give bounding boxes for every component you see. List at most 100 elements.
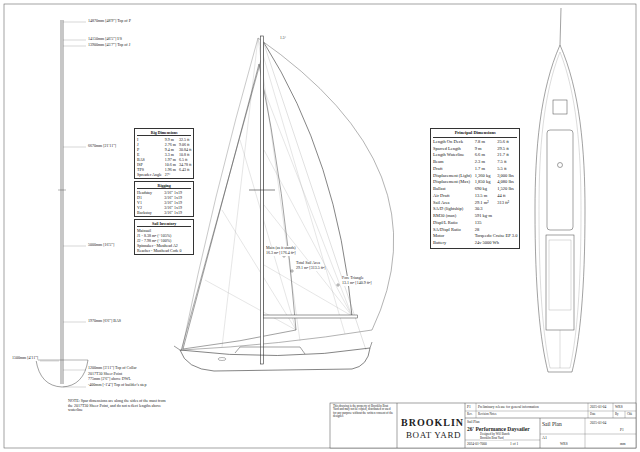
drawing-label: Main (as it stands) xyxy=(266,246,296,251)
table-cell: Length Waterline xyxy=(433,152,472,159)
table-cell: RM30 (max) xyxy=(433,213,472,220)
table-cell: Displacement (Max) xyxy=(433,179,472,186)
mast-line xyxy=(63,20,64,384)
table-heading: Principal Dimensions xyxy=(433,130,517,138)
sail-seams xyxy=(205,38,352,347)
drawing-label: 14150mm [46'5"] I/S xyxy=(88,37,122,42)
table-cell: 7.5 ft xyxy=(497,159,517,166)
drawing-label: Total Sail Area xyxy=(296,261,320,266)
table-cell: 1,520 lbs xyxy=(497,186,517,193)
drawing-label: mm xyxy=(620,442,625,446)
sheer-line xyxy=(36,360,88,361)
drawing-label: Date xyxy=(590,413,596,416)
reacher-outline xyxy=(182,38,394,350)
drawing-label: 1970mm [6'6"] BAS xyxy=(88,319,121,324)
table-cell: Displacement (Light) xyxy=(433,173,472,180)
drawing-label: Sail Plan xyxy=(467,420,480,424)
mast xyxy=(261,36,264,364)
table-cell: 313 ft² xyxy=(497,200,517,207)
table-cell: Sparred Length xyxy=(433,146,472,153)
table-cell: 135 xyxy=(475,220,518,227)
backstay xyxy=(262,38,366,350)
dimension-table: Rig DimensionsI9.9 m32.5 ftJ2.76 m9.06 f… xyxy=(134,128,194,179)
drawing-label: 29.1 m² [313.5 ft²] xyxy=(296,266,326,271)
table-cell: 29.1 m² xyxy=(475,200,495,207)
table-cell: 30.3 xyxy=(475,206,518,213)
drawing-label: Chk xyxy=(627,413,632,416)
table-cell: 10.6 m xyxy=(165,162,176,167)
table-cell: Displ/L Ratio xyxy=(433,220,472,227)
drawing-label: 5000mm [16'5"] xyxy=(88,243,114,248)
table-cell: Length On Deck xyxy=(433,139,472,146)
drawing-label: 1200mm [3'11"] Top of Collar xyxy=(88,366,137,371)
drawing-label: Brooklin Boat Yard xyxy=(480,437,503,440)
table-cell: 5.5 ft xyxy=(497,166,517,173)
table-cell: 30.84 ft xyxy=(179,147,191,152)
cockpit xyxy=(546,235,574,330)
drawing-label: 775mm [2'6"] above DWL xyxy=(88,377,131,382)
toe-rail xyxy=(539,52,581,368)
table-cell: 3/16" 1x19 xyxy=(164,200,191,205)
drawing-label: BROOKLIN xyxy=(401,417,464,429)
table-cell: 1,850 kg xyxy=(475,179,495,186)
drawing-label: A1 xyxy=(542,436,547,441)
cabin-trunk xyxy=(235,347,305,354)
drawing-label: 26' Performance Daysailer xyxy=(467,426,530,432)
table-cell: J xyxy=(137,142,162,147)
table-cell: I xyxy=(137,137,162,142)
table-cell: V2 xyxy=(137,205,161,210)
sheer-line xyxy=(180,348,370,356)
table-cell: Reacher - Masthead Code 0 xyxy=(137,248,191,253)
table-cell: 6.6 m xyxy=(475,152,495,159)
dimension-table: RiggingHeadstay3/16" 1x19D13/16" 1x19V13… xyxy=(134,181,194,217)
table-cell: Motor xyxy=(433,233,472,240)
table-cell: SA/Displ Ratio xyxy=(433,227,472,234)
deck-plan xyxy=(535,8,585,372)
mast-elevation xyxy=(36,20,88,387)
table-cell: 25.6 ft xyxy=(497,139,517,146)
drawing-label: WRS xyxy=(615,405,623,409)
table-cell: Air Draft xyxy=(433,193,472,200)
table-cell: ISP xyxy=(137,162,162,167)
deck-outline xyxy=(535,45,585,372)
table-cell: 3/16" 1x19 xyxy=(164,190,191,195)
drawing-label: This drawing is the property of Brooklin… xyxy=(333,405,393,419)
drawing-label: P1 xyxy=(620,428,624,432)
table-cell: 591 kg·m xyxy=(475,213,518,220)
drawing-label: BOAT YARD xyxy=(406,430,461,440)
centroid-marks xyxy=(282,254,340,287)
hull-profile xyxy=(180,348,370,371)
drawing-label: Rev. xyxy=(467,413,472,416)
table-cell: 3/16" 1x19 xyxy=(164,205,191,210)
drawing-label: Preliminary release for general informat… xyxy=(478,405,539,409)
table-cell: 32.5 ft xyxy=(179,137,191,142)
drawing-label: 14870mm [48'9"] Top of P xyxy=(88,19,131,24)
drawing-label: Sail Plan xyxy=(542,421,562,427)
table-cell: 7.8 m xyxy=(475,139,495,146)
table-cell: Ballast xyxy=(433,186,472,193)
table-cell: Sail Area xyxy=(433,200,472,207)
drawing-label: 16.3 m² [176.4 ft²] xyxy=(266,251,296,256)
drawing-label: 2025-01-04 xyxy=(590,421,606,425)
table-cell: 24v 5000 Wh xyxy=(475,240,518,247)
table-cell: Beam xyxy=(433,159,472,166)
boom xyxy=(264,315,358,318)
drawing-label: 2017T30 Sheer Point xyxy=(88,372,122,377)
table-cell: 1.97 m xyxy=(165,157,176,162)
table-cell: SA/D (lightship) xyxy=(433,206,472,213)
tiller xyxy=(560,330,561,368)
mast-step xyxy=(558,163,563,168)
table-cell: 3,000 lbs xyxy=(497,173,517,180)
dimension-table: Principal DimensionsLength On Deck7.8 m2… xyxy=(430,128,520,249)
table-cell: TPS xyxy=(137,167,162,172)
drawing-label: Designed by Will Bunch xyxy=(480,433,510,436)
mast-line xyxy=(61,20,62,384)
drawing-label: 2025-01-04 xyxy=(590,405,606,409)
table-cell: Battery xyxy=(433,240,472,247)
drawing-label: 13900mm [45'7"] Top of J xyxy=(88,43,130,48)
sheet-border xyxy=(4,4,636,448)
table-cell: P xyxy=(137,147,162,152)
table-cell: 9.9 m xyxy=(165,137,176,142)
table-cell: 2.76 m xyxy=(165,142,176,147)
